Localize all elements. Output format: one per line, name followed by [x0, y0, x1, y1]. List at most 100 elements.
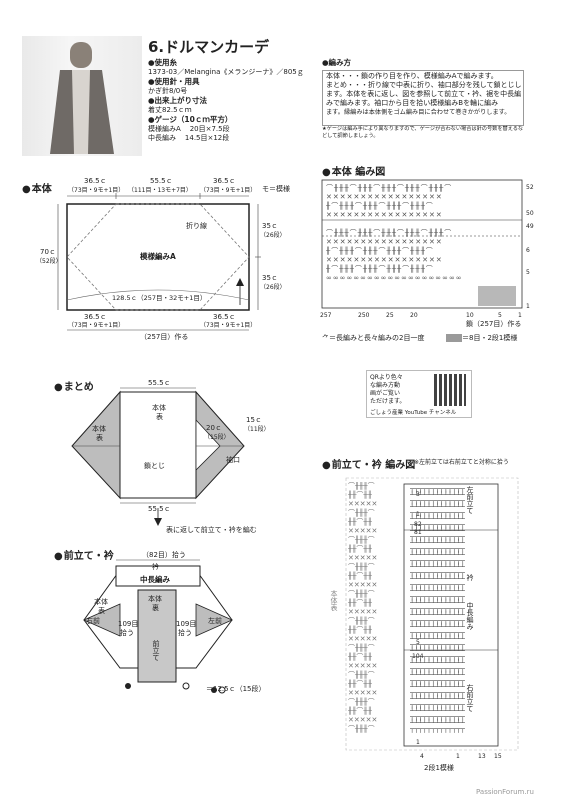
dim-right-lower-rows: （26段）: [260, 284, 286, 291]
assembly-left-1: 本体: [92, 425, 106, 433]
chain-note: 鎖（257目）作る: [466, 320, 522, 328]
chain-total: （257目）作る: [140, 333, 189, 341]
col-label: 20: [410, 312, 418, 319]
chart-b-note: ※左前立ては右前立てと対称に拾う: [414, 459, 509, 466]
col-label: 1: [518, 312, 522, 319]
col-label: 10: [466, 312, 474, 319]
qr-box: [366, 370, 472, 418]
dim-top-center: 55.5ｃ: [150, 177, 173, 185]
row-label: 50: [526, 210, 534, 217]
body-back-1: 本体: [148, 595, 162, 603]
instructions-line: ます。本体を表に返し、図を参照して前立て・衿、裾を中長編: [326, 90, 522, 98]
chart-a-heading: 本体 編み図: [322, 163, 385, 178]
pick-82: （82目）拾う: [142, 551, 186, 559]
chart-b-body-pattern: ⌒╫╫╫⌒╫╫⌒╫╫✕✕✕✕✕⌒╫╫╫⌒╫╫⌒╫╫✕✕✕✕✕⌒╫╫╫⌒╫╫⌒╫╫…: [348, 482, 378, 733]
chart-b-right-front: 右前立て: [466, 684, 474, 712]
chart-b-col: 15: [494, 753, 502, 760]
qr-channel: ごしょう産業 YouTube チャンネル: [370, 410, 457, 416]
pick-109-right: 109目: [176, 620, 197, 628]
turn-instruction: 表に返して前立て・衿を編む: [166, 526, 257, 534]
dim-top-right-detail: （73目・9モ+1目）: [200, 187, 257, 194]
instructions-line: ます。縁編みは本体側をゴム編み目に合わせて巻きかがりします。: [326, 109, 511, 116]
gauge-a: 模様編みA 20目×7.5段: [148, 125, 230, 133]
pick-109-right-2: 拾う: [178, 629, 192, 637]
chart-b-method: 中長編み: [466, 602, 474, 630]
body-front-1: 本体: [94, 598, 108, 606]
instructions-line: 本体・・・鎖の作り目を作り、模様編みAで編みます。: [326, 72, 498, 80]
cuff-label: 袖口: [226, 456, 240, 464]
sleeve-width-rows: （11段）: [244, 426, 270, 433]
dim-height-rows: （52段）: [36, 258, 62, 265]
row-label: 52: [526, 184, 534, 191]
col-label: 257: [320, 312, 332, 319]
dim-bottom-right-detail: （73目・9モ+1目）: [200, 322, 257, 329]
size-heading: ●出来上がり寸法: [148, 96, 208, 105]
chart-b-col: 1: [456, 753, 460, 760]
chart-b-row: 3: [416, 491, 420, 498]
tools-heading: ●使用針・用具: [148, 77, 200, 86]
chart-b-row: 1: [416, 739, 420, 746]
dim-height: 70ｃ: [40, 248, 56, 256]
gauge-note: ★ゲージは編み手により異なりますので、ゲージが合わない場合は針の号数を替えるなど…: [322, 126, 524, 139]
assembly-left-2: 表: [96, 434, 103, 442]
chart-b-row: 5: [416, 639, 420, 646]
body-heading: 本体: [22, 180, 52, 195]
chart-b-left-front: 左前立て: [466, 486, 474, 514]
chart-b-col: 13: [478, 753, 486, 760]
footer-watermark: PassionForum.ru: [476, 788, 534, 796]
dim-top-left-detail: （73目・9モ+1目）: [68, 187, 125, 194]
inner-width: 128.5ｃ（257目・32モ+1目）: [112, 294, 207, 302]
assembly-front-1: 本体: [152, 404, 166, 412]
chart-b-heading: 前立て・衿 編み図: [322, 456, 415, 471]
instructions-heading: ●編み方: [322, 58, 352, 67]
dim-top-right: 36.5ｃ: [213, 177, 236, 185]
dim-bottom-right: 36.5ｃ: [213, 313, 236, 321]
col-label: 250: [358, 312, 370, 319]
seam-label: 鎖とじ: [144, 462, 165, 470]
yarn-value: 1373-03／Melangina《メランジーナ》／805ｇ: [148, 68, 304, 76]
row-label: 49: [526, 223, 534, 230]
chart-b-collar: 衿: [466, 574, 474, 581]
gauge-b: 中長編み 14.5目×12段: [148, 134, 230, 142]
qr-line: 画がご覧い: [370, 390, 401, 397]
right-front: 右前: [86, 617, 100, 625]
pattern-a-label: 模様編みA: [140, 252, 176, 261]
chart-b-row: 81: [414, 529, 422, 536]
qr-line: ただけます。: [370, 398, 406, 405]
dim-right-upper: 35ｃ: [262, 222, 278, 230]
instructions-line: みで編みます。袖口から目を拾い模様編みBを輪に編み: [326, 99, 499, 107]
inner-width: 20ｃ: [206, 424, 222, 432]
fold-line-label: 折り線: [186, 222, 207, 230]
qr-code[interactable]: [434, 374, 466, 406]
qr-line: な編み方動: [370, 382, 401, 389]
legend-swatch: [446, 334, 462, 342]
instructions-box: [322, 70, 524, 126]
body-back-2: 裏: [152, 604, 159, 612]
pick-109-left-2: 拾う: [120, 629, 134, 637]
chart-b-col: 4: [420, 753, 424, 760]
dim-bottom-left-detail: （73目・9モ+1目）: [68, 322, 125, 329]
row-label: 5: [526, 269, 530, 276]
chart-b-body-label: 本体表: [330, 590, 338, 611]
dim-right-upper-rows: （26段）: [260, 232, 286, 239]
body-front-2: 表: [98, 607, 105, 615]
method-label: 中長編み: [140, 575, 170, 584]
row-label: 6: [526, 247, 530, 254]
band-label: 前立て: [152, 640, 160, 661]
dim-top-left: 36.5ｃ: [84, 177, 107, 185]
pick-109-left: 109目: [118, 620, 139, 628]
assembly-front-2: 表: [156, 413, 163, 421]
instructions-line: まとめ・・・折り線で中表に折り、袖口部分を残して鎖とじし: [326, 81, 522, 89]
band-legend: ＝12.5ｃ（15段）: [206, 685, 266, 693]
length-value: 着丈82.5ｃｍ: [148, 106, 192, 114]
dim-right-lower: 35ｃ: [262, 274, 278, 282]
page-title: 6.ドルマンカーデ: [148, 38, 270, 56]
col-label: 5: [498, 312, 502, 319]
dim-bottom-left: 36.5ｃ: [84, 313, 107, 321]
chart-b-row: 1: [416, 511, 420, 518]
materials-block: ●使用糸 1373-03／Melangina《メランジーナ》／805ｇ ●使用針…: [148, 58, 304, 143]
collar-label: 衿: [152, 563, 159, 571]
inner-width-rows: （15段）: [204, 434, 230, 441]
assembly-heading: まとめ: [54, 378, 94, 393]
chart-b-row: 82: [414, 521, 422, 528]
